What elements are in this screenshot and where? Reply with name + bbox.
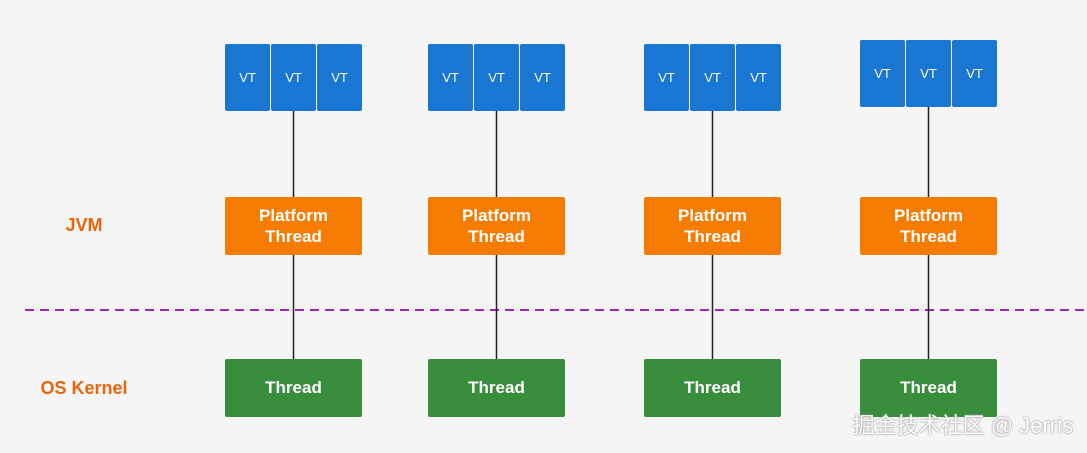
virtual-thread-box: VT [952,40,997,107]
kernel-thread-box: Thread [644,359,781,417]
virtual-thread-box: VT [317,44,362,111]
virtual-thread-box: VT [520,44,565,111]
kernel-thread-box: Thread [225,359,362,417]
virtual-thread-box: VT [736,44,781,111]
os-kernel-label: OS Kernel [40,378,128,398]
virtual-thread-box: VT [428,44,473,111]
watermark: 掘金技术社区 @ Jerris [852,413,1073,438]
connectors [292,107,930,359]
virtual-thread-box: VT [644,44,689,111]
kernel-thread-box: Thread [428,359,565,417]
jvm-label: JVM [65,215,103,235]
virtual-thread-box: VT [474,44,519,111]
virtual-thread-box: VT [860,40,905,107]
virtual-thread-box: VT [690,44,735,111]
kernel-thread-box: Thread [860,359,997,417]
virtual-thread-box: VT [906,40,951,107]
virtual-thread-box: VT [271,44,316,111]
virtual-thread-box: VT [225,44,270,111]
